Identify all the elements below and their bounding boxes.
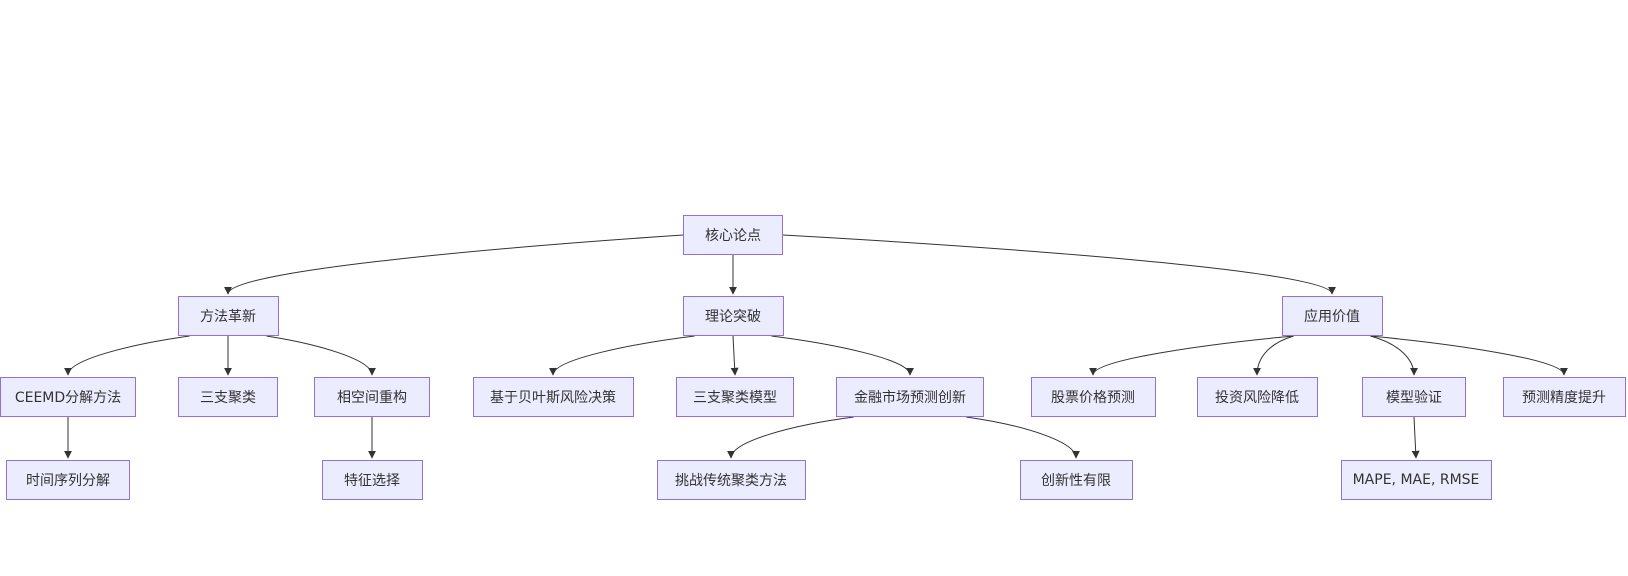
node-novelty: 创新性有限 (1019, 460, 1133, 500)
node-application: 应用价值 (1281, 296, 1383, 336)
edge-core-method (224, 234, 684, 295)
node-challenge: 挑战传统聚类方法 (656, 460, 806, 500)
node-three-way: 三支聚类 (178, 377, 278, 417)
node-core: 核心论点 (683, 215, 783, 255)
node-invest-risk: 投资风险降低 (1196, 377, 1318, 417)
node-validation: 模型验证 (1362, 377, 1466, 417)
edge-fin-market-novelty (966, 416, 1080, 459)
node-twc-model: 三支聚类模型 (676, 377, 794, 417)
node-stock-price: 股票价格预测 (1030, 377, 1156, 417)
edge-fin-market-challenge (727, 416, 854, 459)
edge-method-phase-space (266, 335, 376, 376)
edge-theory-twc-model (730, 335, 739, 376)
node-feature-sel: 特征选择 (321, 460, 423, 500)
node-ceemd: CEEMD分解方法 (0, 377, 136, 417)
edge-application-accuracy (1370, 335, 1568, 376)
node-ts-decomp: 时间序列分解 (6, 460, 130, 500)
node-phase-space: 相空间重构 (314, 377, 430, 417)
edge-theory-fin-market (771, 335, 914, 376)
edge-core-application (782, 234, 1336, 295)
node-accuracy: 预测精度提升 (1502, 377, 1626, 417)
node-fin-market: 金融市场预测创新 (836, 377, 984, 417)
edge-application-validation (1370, 335, 1418, 376)
node-bayes: 基于贝叶斯风险决策 (472, 377, 634, 417)
edge-application-invest-risk (1253, 335, 1294, 376)
edge-validation-metrics (1411, 416, 1420, 459)
edge-method-ceemd (64, 335, 190, 376)
edge-theory-bayes (549, 335, 695, 376)
node-theory: 理论突破 (682, 296, 784, 336)
node-method: 方法革新 (177, 296, 279, 336)
node-metrics: MAPE, MAE, RMSE (1340, 460, 1492, 500)
edge-application-stock-price (1089, 335, 1294, 376)
